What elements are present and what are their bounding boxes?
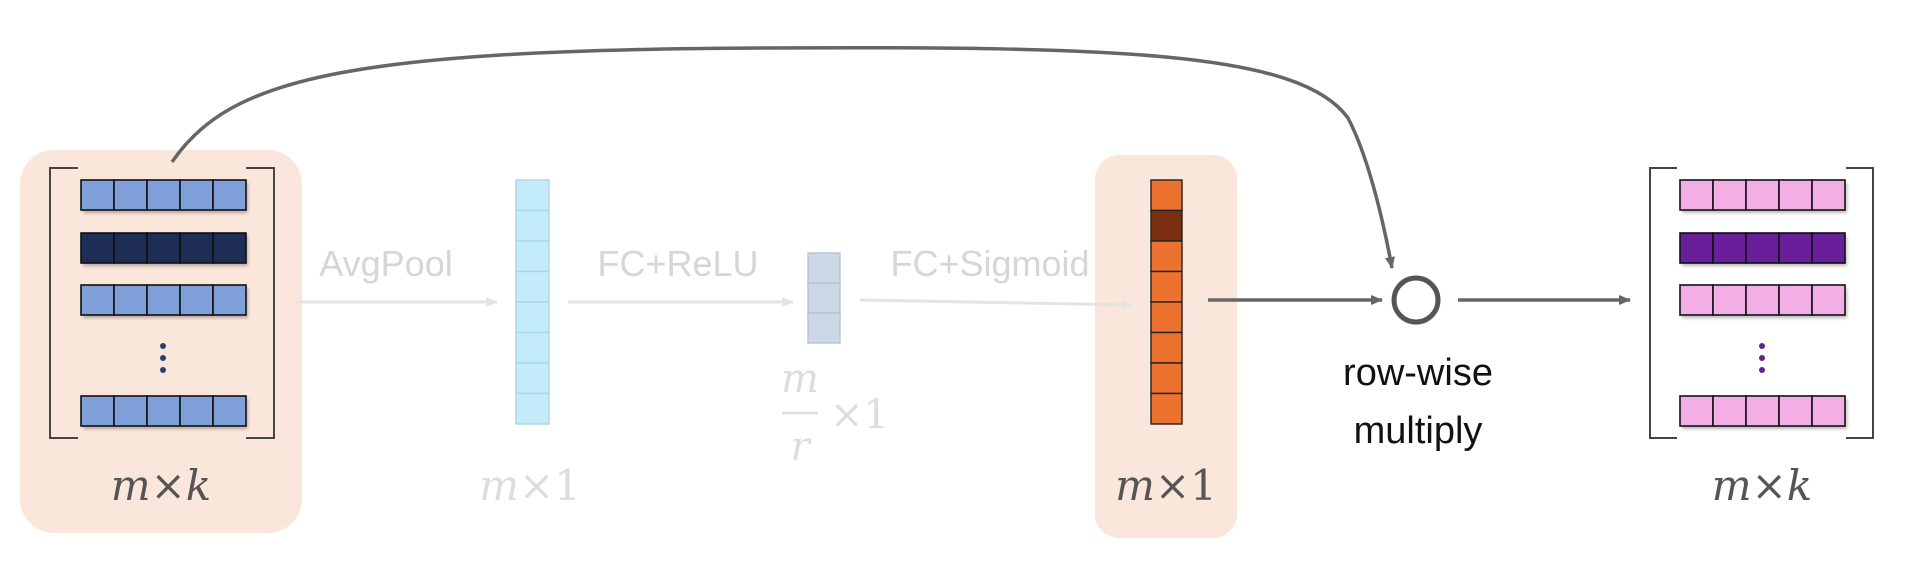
fc-relu-label: FC+ReLU bbox=[597, 243, 758, 284]
rowwise-label-line1: row-wise bbox=[1343, 352, 1493, 394]
matrix-cell bbox=[80, 395, 115, 427]
pooled-cell bbox=[515, 301, 550, 334]
output-left-bracket bbox=[1649, 167, 1677, 439]
matrix-cell bbox=[1778, 232, 1813, 264]
matrix-cell bbox=[1745, 232, 1780, 264]
weight-cell bbox=[1150, 270, 1183, 303]
matrix-cell bbox=[212, 232, 247, 264]
matrix-cell bbox=[146, 232, 181, 264]
matrix-cell bbox=[1745, 179, 1780, 211]
matrix-cell bbox=[1679, 232, 1714, 264]
matrix-cell bbox=[212, 179, 247, 211]
matrix-cell bbox=[1679, 179, 1714, 211]
matrix-cell bbox=[1712, 232, 1747, 264]
weight-cell bbox=[1150, 240, 1183, 273]
matrix-cell bbox=[1811, 232, 1846, 264]
reduced-dim-numerator: m bbox=[781, 356, 819, 402]
arrow-fc-sigmoid bbox=[859, 298, 1134, 310]
matrix-cell bbox=[179, 179, 214, 211]
rowwise-label-line2: multiply bbox=[1354, 410, 1483, 452]
matrix-cell bbox=[80, 284, 115, 316]
matrix-cell bbox=[212, 284, 247, 316]
input-row bbox=[80, 179, 247, 211]
weight-cell bbox=[1150, 331, 1183, 364]
reduced-dim-label: m r ×1 bbox=[781, 356, 889, 470]
matrix-cell bbox=[1811, 395, 1846, 427]
matrix-cell bbox=[1745, 395, 1780, 427]
vertical-ellipsis-icon bbox=[1759, 343, 1765, 373]
matrix-cell bbox=[1778, 179, 1813, 211]
pooled-cell bbox=[515, 270, 550, 303]
matrix-cell bbox=[146, 395, 181, 427]
skip-connection-arrow bbox=[170, 45, 1395, 269]
pooled-cell bbox=[515, 179, 550, 212]
matrix-cell bbox=[179, 395, 214, 427]
pooled-cell bbox=[515, 392, 550, 425]
matrix-cell bbox=[1679, 395, 1714, 427]
weights-vector bbox=[1150, 179, 1183, 425]
input-row bbox=[80, 395, 247, 427]
pooled-cell bbox=[515, 331, 550, 364]
output-row bbox=[1679, 395, 1846, 427]
vertical-ellipsis-icon bbox=[160, 343, 166, 373]
input-matrix-rows bbox=[80, 179, 247, 427]
matrix-cell bbox=[1811, 284, 1846, 316]
matrix-cell bbox=[179, 232, 214, 264]
matrix-cell bbox=[1712, 395, 1747, 427]
matrix-cell bbox=[113, 395, 148, 427]
pooled-cell bbox=[515, 362, 550, 395]
matrix-cell bbox=[179, 284, 214, 316]
reduced-vector bbox=[807, 252, 841, 344]
fc-sigmoid-label: FC+Sigmoid bbox=[890, 243, 1089, 284]
weight-cell bbox=[1150, 392, 1183, 425]
weight-cell bbox=[1150, 301, 1183, 334]
matrix-cell bbox=[212, 395, 247, 427]
matrix-cell bbox=[1811, 179, 1846, 211]
output-row bbox=[1679, 179, 1846, 211]
pooled-dim-label: m×1 bbox=[479, 461, 581, 510]
matrix-cell bbox=[1778, 395, 1813, 427]
matrix-cell bbox=[1778, 284, 1813, 316]
reduced-dim-denominator: r bbox=[790, 424, 812, 470]
reduced-cell bbox=[807, 282, 841, 314]
matrix-cell bbox=[1745, 284, 1780, 316]
circle-multiply-icon bbox=[1391, 275, 1441, 325]
output-row bbox=[1679, 284, 1846, 316]
input-dim-label: m×k bbox=[111, 461, 211, 510]
input-right-bracket bbox=[246, 167, 275, 439]
pooled-cell bbox=[515, 209, 550, 242]
weight-cell bbox=[1150, 362, 1183, 395]
reduced-cell bbox=[807, 312, 841, 344]
matrix-cell bbox=[113, 179, 148, 211]
output-matrix-rows bbox=[1679, 179, 1846, 427]
matrix-cell bbox=[146, 284, 181, 316]
input-row bbox=[80, 232, 247, 264]
input-row bbox=[80, 284, 247, 316]
pooled-vector bbox=[515, 179, 550, 425]
reduced-dim-times: ×1 bbox=[830, 392, 889, 438]
matrix-cell bbox=[80, 179, 115, 211]
weights-dim-label: m×1 bbox=[1115, 461, 1217, 510]
weight-cell bbox=[1150, 209, 1183, 242]
output-right-bracket bbox=[1846, 167, 1874, 439]
matrix-cell bbox=[113, 232, 148, 264]
pooled-cell bbox=[515, 240, 550, 273]
matrix-cell bbox=[1712, 284, 1747, 316]
matrix-cell bbox=[1712, 179, 1747, 211]
matrix-cell bbox=[80, 232, 115, 264]
matrix-cell bbox=[1679, 284, 1714, 316]
input-left-bracket bbox=[49, 167, 78, 439]
reduced-cell bbox=[807, 252, 841, 284]
output-row bbox=[1679, 232, 1846, 264]
weight-cell bbox=[1150, 179, 1183, 212]
matrix-cell bbox=[146, 179, 181, 211]
avgpool-label: AvgPool bbox=[319, 243, 452, 284]
matrix-cell bbox=[113, 284, 148, 316]
output-dim-label: m×k bbox=[1712, 461, 1812, 510]
